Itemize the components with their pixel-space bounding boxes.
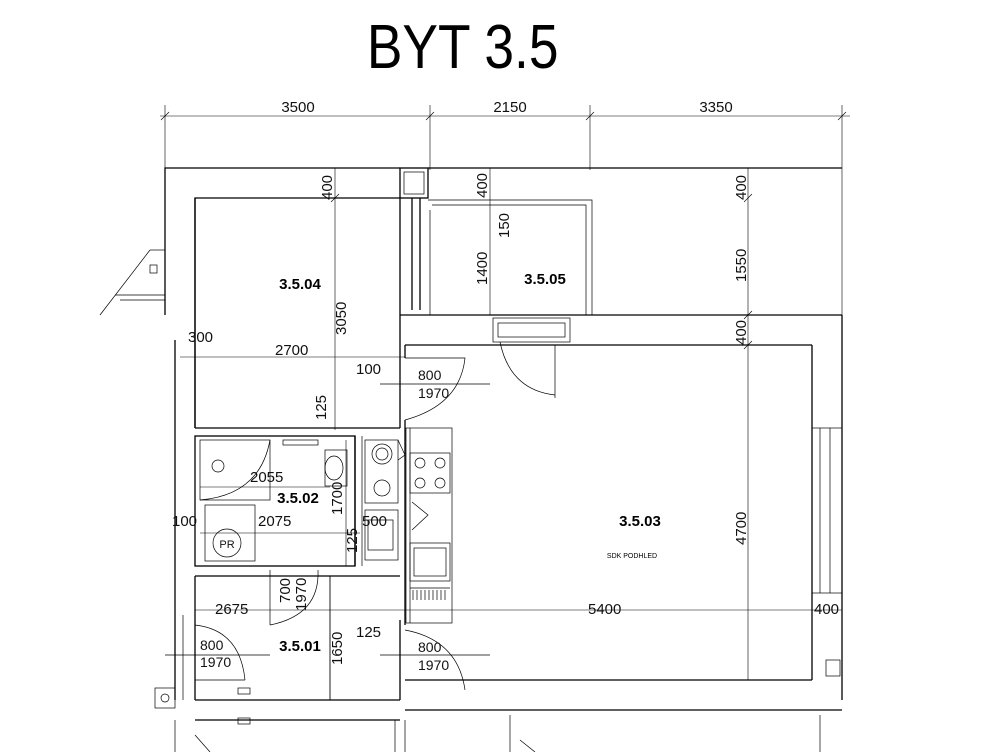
- room-label-3503: 3.5.03: [619, 513, 661, 530]
- dim-125-c: 125: [356, 624, 381, 641]
- dim-1700: 1700: [329, 482, 346, 515]
- dim-1550: 1550: [733, 249, 750, 282]
- dim-300: 300: [188, 329, 213, 346]
- room-3503: [399, 314, 843, 711]
- dim-125-b: 125: [344, 528, 361, 553]
- room-label-3501: 3.5.01: [279, 638, 321, 655]
- dim-100-b: 100: [172, 513, 197, 530]
- dim-400-right-mid: 400: [733, 320, 750, 345]
- dim-400-left: 400: [319, 175, 336, 200]
- door-height-2: 1970: [200, 654, 231, 670]
- inner-dimensions: [180, 168, 842, 700]
- door-height-1: 1970: [418, 385, 449, 401]
- dim-150: 150: [496, 213, 513, 238]
- door-width-1: 800: [418, 367, 442, 383]
- dim-400-right-top: 400: [733, 175, 750, 200]
- room-label-3502: 3.5.02: [277, 490, 319, 507]
- kitchen-counter: [405, 427, 453, 624]
- door-height-3: 1970: [418, 657, 449, 673]
- dim-2675: 2675: [215, 601, 248, 618]
- door-width-2: 800: [200, 637, 224, 653]
- door-width-3: 800: [418, 639, 442, 655]
- dim-1400: 1400: [474, 252, 491, 285]
- hall-3501: [154, 565, 821, 752]
- top-dimension-chain: 3500 2150 3350: [160, 99, 850, 320]
- dim-100-a: 100: [356, 361, 381, 378]
- door-3504: 800 1970: [380, 357, 490, 421]
- dim-3350: 3350: [699, 99, 732, 116]
- door-left: 800 1970: [165, 637, 270, 670]
- room-label-3504: 3.5.04: [279, 276, 321, 293]
- dim-125-a: 125: [313, 395, 330, 420]
- room-labels: 3.5.04 3.5.05 3.5.03 SDK PODHLED 3.5.02 …: [277, 271, 661, 655]
- dim-2055: 2055: [250, 469, 283, 486]
- room-label-3505: 3.5.05: [524, 271, 566, 288]
- dim-4700: 4700: [733, 512, 750, 545]
- dim-700: 700: [277, 578, 294, 603]
- washer-label: PR: [219, 539, 234, 551]
- dim-1970-vertical: 1970: [293, 578, 310, 611]
- dim-500: 500: [362, 513, 387, 530]
- exterior-walls: [99, 167, 842, 615]
- door-entry: 800 1970: [380, 629, 490, 691]
- plan-title: BYT 3.5: [367, 13, 559, 82]
- dim-1650: 1650: [329, 632, 346, 665]
- dim-5400: 5400: [588, 601, 621, 618]
- room-3504: [194, 198, 401, 429]
- dim-400-mid: 400: [474, 173, 491, 198]
- dim-3050: 3050: [333, 302, 350, 335]
- dim-2075: 2075: [258, 513, 291, 530]
- dim-3500: 3500: [281, 99, 314, 116]
- dim-400-right-bottom: 400: [814, 601, 839, 618]
- dim-2150: 2150: [493, 99, 526, 116]
- dimension-labels: 400 400 150 1400 400 1550 400 3050 300 2…: [172, 173, 839, 665]
- ceiling-note: SDK PODHLED: [607, 553, 657, 560]
- dim-2700: 2700: [275, 342, 308, 359]
